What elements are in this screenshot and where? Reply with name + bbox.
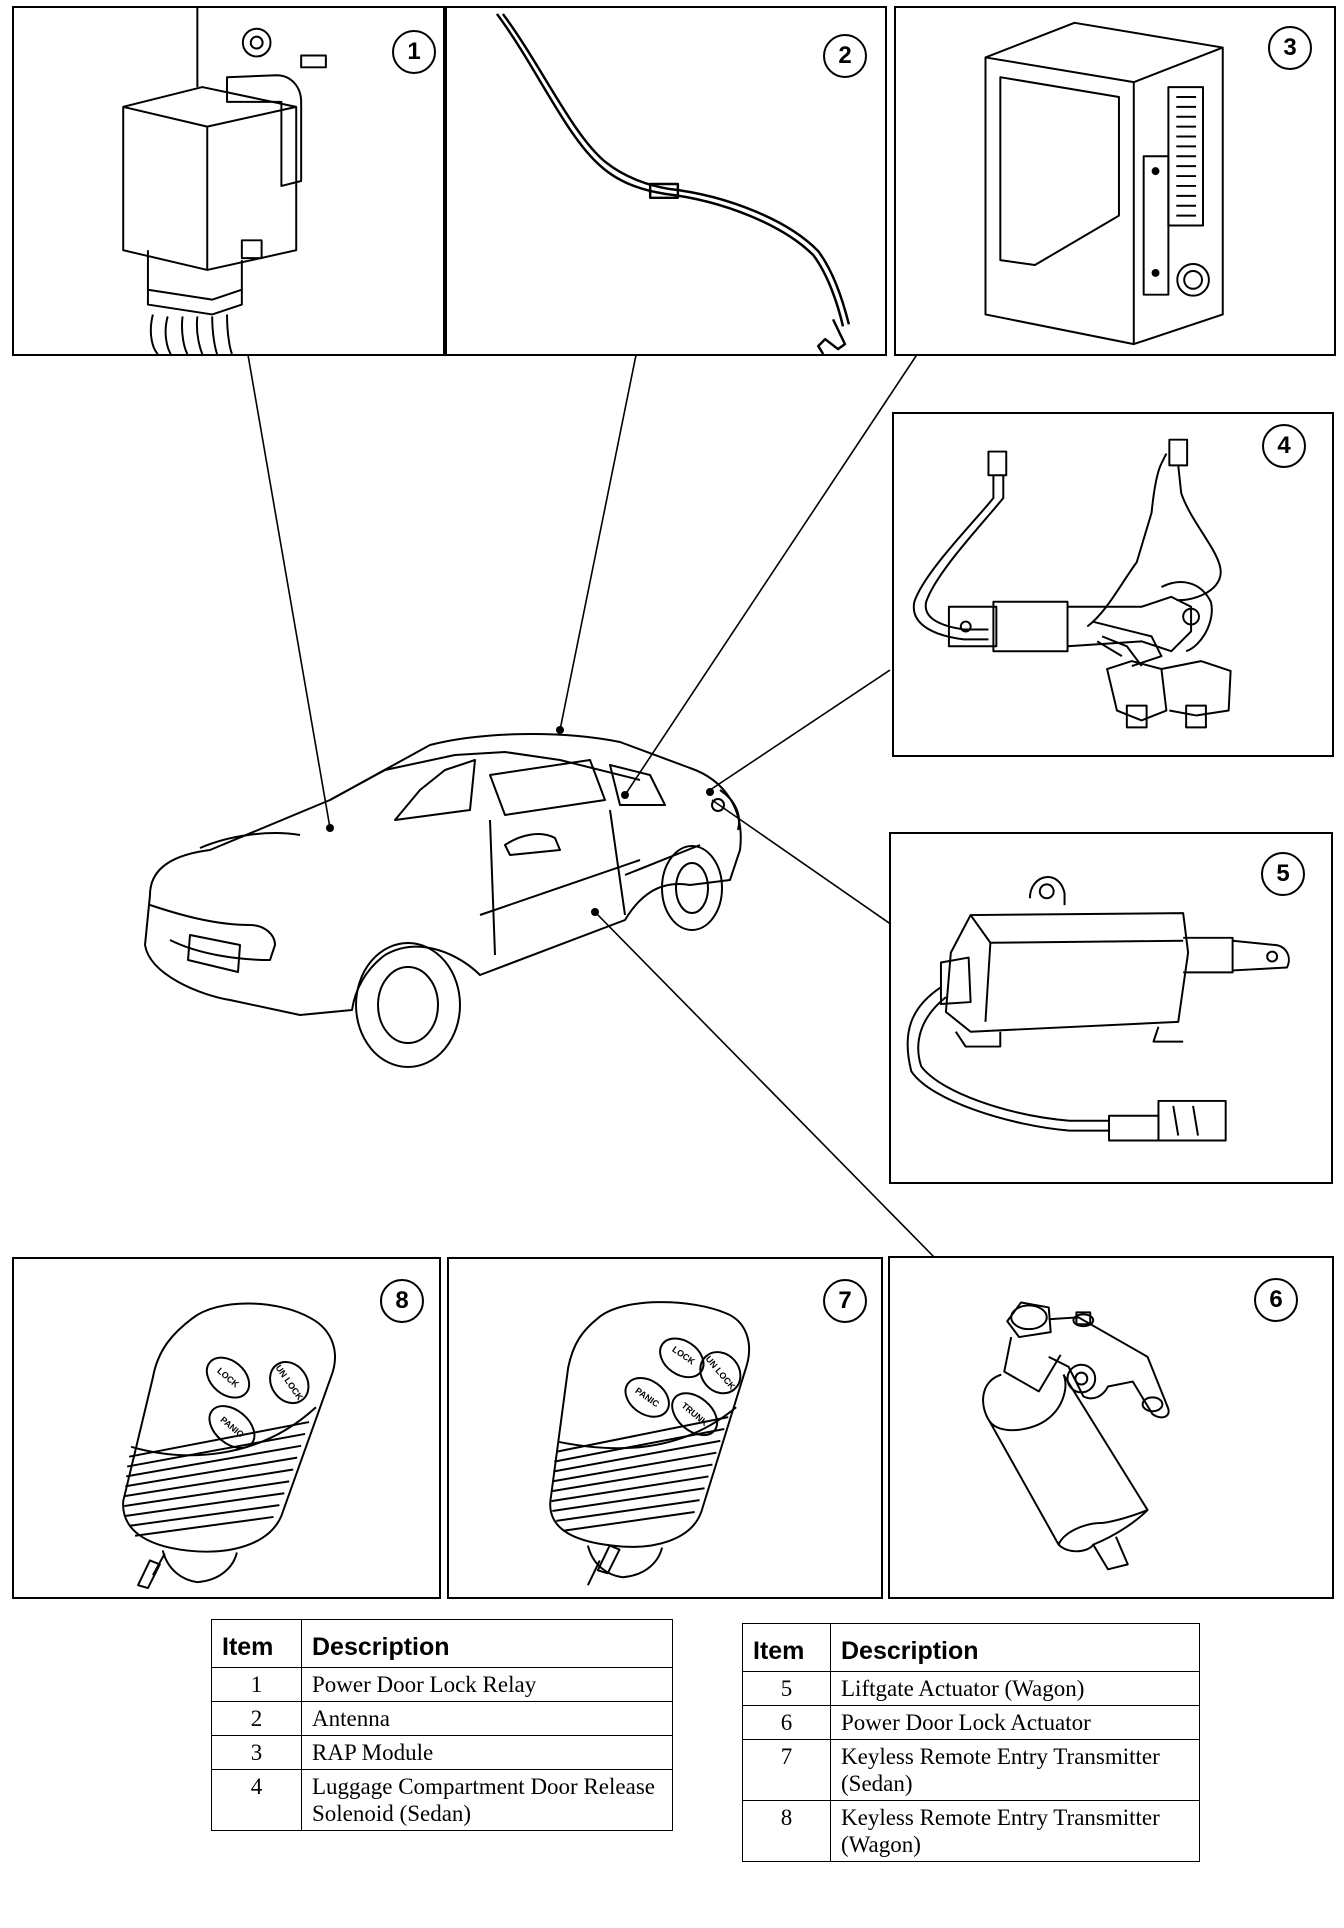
panel-item-8: LOCK UN LOCK PANIC 8 xyxy=(12,1257,441,1599)
leader-line-2 xyxy=(559,354,637,731)
panel-item-7: LOCK UN LOCK PANIC TRUNK 7 xyxy=(447,1257,883,1599)
legend-table-right: Item Description 5 Liftgate Actuator (Wa… xyxy=(742,1623,1200,1862)
legend-item-number: 4 xyxy=(211,1769,302,1831)
keyless-remote-sedan-icon: LOCK UN LOCK PANIC TRUNK xyxy=(549,1301,751,1586)
legend-item-description: Liftgate Actuator (Wagon) xyxy=(830,1671,1200,1706)
legend-header-description: Description xyxy=(301,1619,673,1668)
item-number-badge-4: 4 xyxy=(1262,424,1306,468)
leader-line-6 xyxy=(594,911,936,1259)
rap-module-icon xyxy=(984,21,1224,346)
remote-7-button-lock: LOCK xyxy=(670,1344,697,1367)
panel-item-1: 1 xyxy=(12,6,445,356)
panel-item-2: 2 xyxy=(445,6,887,356)
item-number-badge-5: 5 xyxy=(1261,852,1305,896)
leader-line-4 xyxy=(709,669,891,791)
legend-header-item: Item xyxy=(211,1619,302,1668)
legend-row: 4 Luggage Compartment Door Release Solen… xyxy=(211,1769,673,1831)
legend-item-number: 2 xyxy=(211,1701,302,1736)
leader-line-1 xyxy=(247,354,331,829)
legend-row: 1 Power Door Lock Relay xyxy=(211,1667,673,1702)
legend-table-left: Item Description 1 Power Door Lock Relay… xyxy=(211,1619,673,1831)
legend-header-row: Item Description xyxy=(742,1623,1200,1672)
power-door-lock-relay-icon xyxy=(122,8,327,354)
item-number-badge-6: 6 xyxy=(1254,1278,1298,1322)
legend-item-number: 8 xyxy=(742,1800,831,1862)
item-number-badge-8: 8 xyxy=(380,1279,424,1323)
remote-8-button-lock: LOCK xyxy=(215,1366,241,1390)
legend-row: 6 Power Door Lock Actuator xyxy=(742,1705,1200,1740)
leader-line-5 xyxy=(711,799,893,926)
legend-item-description: Power Door Lock Relay xyxy=(301,1667,673,1702)
legend-row: 3 RAP Module xyxy=(211,1735,673,1770)
legend-item-number: 7 xyxy=(742,1739,831,1801)
legend-item-number: 1 xyxy=(211,1667,302,1702)
legend-item-description: Power Door Lock Actuator xyxy=(830,1705,1200,1740)
legend-row: 5 Liftgate Actuator (Wagon) xyxy=(742,1671,1200,1706)
panel-item-6: 6 xyxy=(888,1256,1334,1599)
panel-item-3: 3 xyxy=(894,6,1336,356)
legend-header-item: Item xyxy=(742,1623,831,1672)
legend-item-description: Keyless Remote Entry Transmitter (Wagon) xyxy=(830,1800,1200,1862)
legend-item-number: 6 xyxy=(742,1705,831,1740)
legend-row: 7 Keyless Remote Entry Transmitter (Seda… xyxy=(742,1739,1200,1801)
item-number-badge-2: 2 xyxy=(823,34,867,78)
legend-item-number: 5 xyxy=(742,1671,831,1706)
legend-item-description: Antenna xyxy=(301,1701,673,1736)
legend-header-description: Description xyxy=(830,1623,1200,1672)
remote-7-button-unlock: UN LOCK xyxy=(704,1354,738,1392)
keyless-remote-wagon-icon: LOCK UN LOCK PANIC xyxy=(122,1302,336,1590)
remote-7-button-panic: PANIC xyxy=(633,1386,661,1410)
item-number-badge-1: 1 xyxy=(392,30,436,74)
legend-item-description: RAP Module xyxy=(301,1735,673,1770)
sedan-vehicle-icon xyxy=(144,733,742,1068)
legend-item-description: Keyless Remote Entry Transmitter (Sedan) xyxy=(830,1739,1200,1801)
legend-item-description: Luggage Compartment Door Release Solenoi… xyxy=(301,1769,673,1831)
item-number-badge-3: 3 xyxy=(1268,26,1312,70)
legend-header-row: Item Description xyxy=(211,1619,673,1668)
luggage-compartment-door-release-solenoid-icon xyxy=(912,438,1232,729)
legend-row: 8 Keyless Remote Entry Transmitter (Wago… xyxy=(742,1800,1200,1862)
legend-row: 2 Antenna xyxy=(211,1701,673,1736)
liftgate-actuator-icon xyxy=(906,876,1290,1142)
leader-line-3 xyxy=(624,349,921,796)
panel-item-5: 5 xyxy=(889,832,1333,1184)
antenna-icon xyxy=(495,13,851,354)
power-door-lock-actuator-icon xyxy=(982,1301,1170,1571)
panel-item-4: 4 xyxy=(892,412,1334,757)
legend-item-number: 3 xyxy=(211,1735,302,1770)
item-number-badge-7: 7 xyxy=(823,1279,867,1323)
